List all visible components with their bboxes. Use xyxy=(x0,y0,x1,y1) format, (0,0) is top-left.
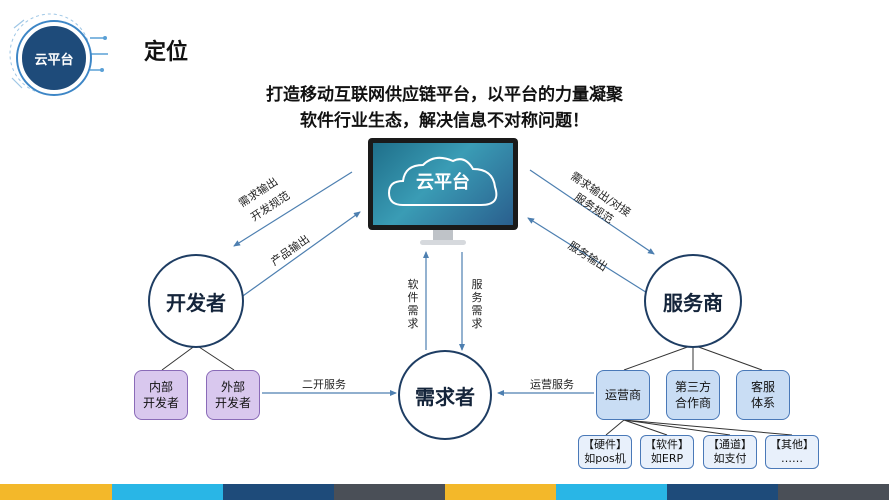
sub-label-line2: 体系 xyxy=(750,396,775,410)
footer-segment xyxy=(778,484,889,500)
tier-label-line2: 如支付 xyxy=(713,452,747,465)
badge-label: 云平台 xyxy=(34,52,74,68)
tier-software: 【软件】如ERP xyxy=(640,435,694,469)
node-developer-label: 开发者 xyxy=(166,290,226,315)
footer-segment xyxy=(223,484,334,500)
page-title: 定位 xyxy=(144,40,189,65)
tree-line xyxy=(623,419,668,436)
sub-label-line2: 开发者 xyxy=(142,396,179,410)
sub-label-line1: 运营商 xyxy=(604,388,641,402)
footer-segment xyxy=(556,484,667,500)
circuit-decoration xyxy=(9,13,108,95)
footer-segment xyxy=(112,484,223,500)
footer-segment xyxy=(334,484,445,500)
arrow-developer-to-platform xyxy=(239,211,361,299)
monitor-label: 云平台 xyxy=(416,172,470,193)
sub-third-party-partner: 第三方合作商 xyxy=(666,370,720,420)
tier-channel: 【通道】如支付 xyxy=(703,435,757,469)
sub-label-line1: 内部 xyxy=(148,380,173,394)
tier-label-line1: 【软件】 xyxy=(645,438,689,451)
tier-label-line1: 【硬件】 xyxy=(583,438,627,451)
monitor-stand xyxy=(420,240,466,245)
label-prov-to-demander: 运营服务 xyxy=(530,378,574,391)
node-provider-label: 服务商 xyxy=(663,290,723,315)
label-platform-to-demander: 服务需求 xyxy=(471,278,483,330)
arrow-provider-to-platform xyxy=(527,217,653,297)
sub-label-line1: 第三方 xyxy=(674,380,711,394)
platform-monitor: 云平台 xyxy=(368,138,518,248)
monitor-neck xyxy=(433,230,453,240)
sub-label-line2: 开发者 xyxy=(214,396,251,410)
node-demander: 需求者 xyxy=(398,350,492,440)
node-developer: 开发者 xyxy=(148,254,244,348)
footer-segment xyxy=(667,484,778,500)
tier-label-line1: 【通道】 xyxy=(708,438,752,451)
sub-external-developer: 外部开发者 xyxy=(206,370,260,420)
tree-line xyxy=(623,419,731,436)
tier-label-line1: 【其他】 xyxy=(770,438,814,451)
sub-label-line1: 客服 xyxy=(750,380,775,394)
footer-segment xyxy=(445,484,556,500)
platform-badge: 云平台 xyxy=(6,8,110,98)
tier-label-line2: 如ERP xyxy=(650,452,684,465)
cloud-icon xyxy=(387,156,498,206)
tree-line xyxy=(605,419,625,436)
headline-line-1: 打造移动互联网供应链平台，以平台的力量凝聚 xyxy=(266,85,623,105)
sub-internal-developer: 内部开发者 xyxy=(134,370,188,420)
badge-circle: 云平台 xyxy=(18,22,90,94)
node-provider: 服务商 xyxy=(644,254,742,348)
tier-other: 【其他】…… xyxy=(765,435,819,469)
arrow-platform-to-provider xyxy=(529,169,655,255)
tier-hardware: 【硬件】如pos机 xyxy=(578,435,632,469)
footer-segment xyxy=(0,484,112,500)
arrow-platform-to-developer xyxy=(233,171,353,247)
label-dev-to-demander: 二开服务 xyxy=(302,378,346,391)
label-demander-to-platform: 软件需求 xyxy=(407,278,419,330)
tier-label-line2: …… xyxy=(781,452,803,465)
tree-line xyxy=(692,344,763,371)
node-demander-label: 需求者 xyxy=(415,384,475,409)
sub-label-line1: 外部 xyxy=(220,380,245,394)
monitor-display: 云平台 xyxy=(373,143,513,225)
sub-label-line2: 合作商 xyxy=(674,396,711,410)
headline-line-2: 软件行业生态，解决信息不对称问题！ xyxy=(300,111,589,131)
tree-line xyxy=(195,344,235,371)
monitor-screen: 云平台 xyxy=(368,138,518,230)
tier-label-line2: 如pos机 xyxy=(584,452,626,465)
tree-line xyxy=(161,344,197,371)
sub-customer-service: 客服体系 xyxy=(736,370,790,420)
sub-operator: 运营商 xyxy=(596,370,650,420)
tree-line xyxy=(623,344,694,371)
tree-line xyxy=(623,419,793,436)
